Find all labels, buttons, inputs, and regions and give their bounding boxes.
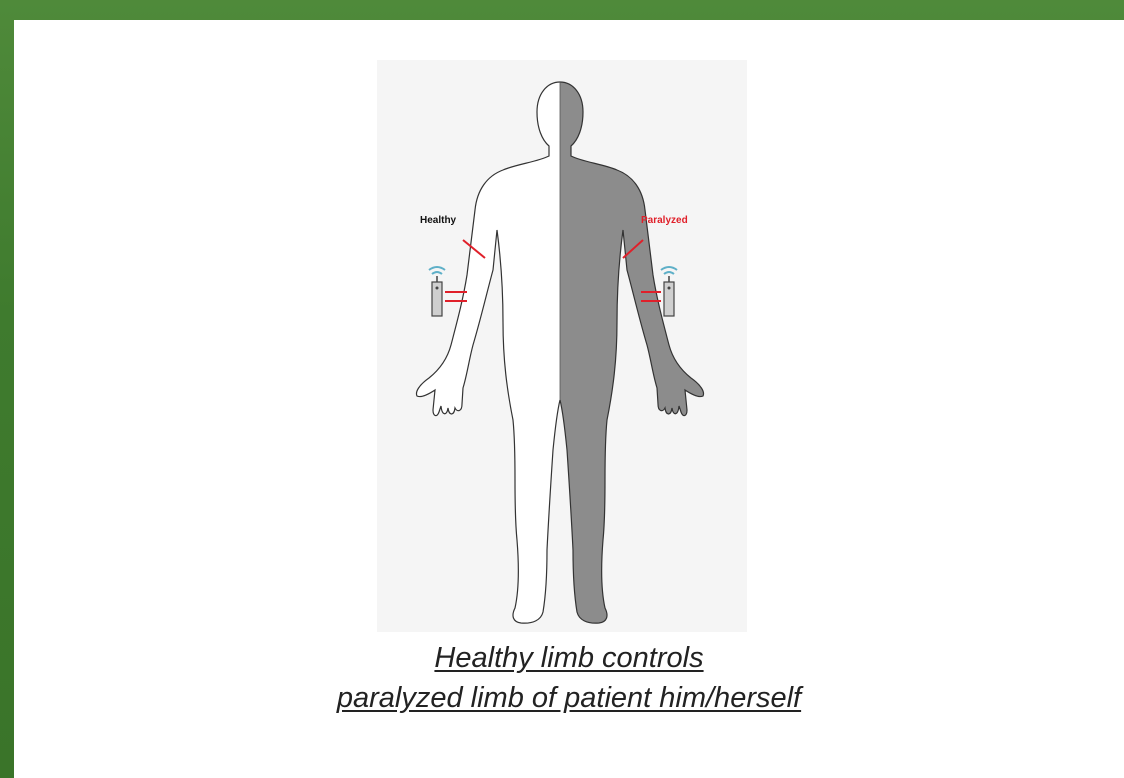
body-outline-icon	[377, 60, 747, 632]
caption-line-1: Healthy limb controls	[14, 638, 1124, 678]
wireless-signal-icon	[429, 267, 445, 270]
sensor-device-icon	[661, 267, 677, 316]
slide-panel: Healthy Paralyzed Healthy limb controls …	[14, 20, 1124, 778]
healthy-label: Healthy	[420, 215, 456, 226]
caption-line-2: paralyzed limb of patient him/herself	[14, 678, 1124, 718]
body-diagram: Healthy Paralyzed	[377, 60, 747, 632]
paralyzed-label: Paralyzed	[641, 215, 688, 226]
wireless-signal-icon	[661, 267, 677, 270]
caption: Healthy limb controls paralyzed limb of …	[14, 638, 1124, 718]
sensor-device-icon	[429, 267, 445, 316]
